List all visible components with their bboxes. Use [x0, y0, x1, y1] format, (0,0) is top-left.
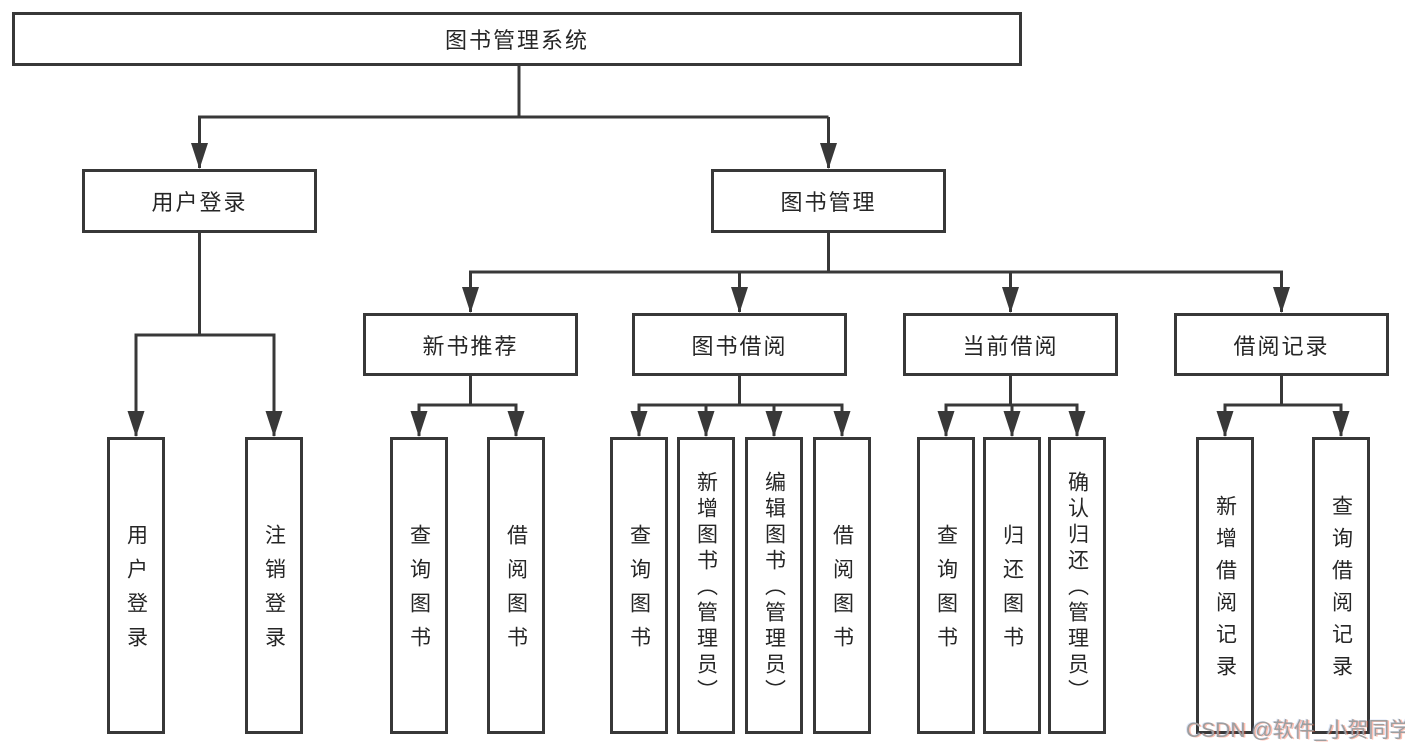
node-root-label: 图书管理系统 [444, 28, 589, 53]
node-root-system: 图书管理系统 [12, 12, 1022, 66]
leaf-borrow-add-book-admin-label: 新增图书（管理员） [694, 471, 718, 705]
leaf-current-return-book: 归还图书 [983, 437, 1041, 734]
node-borrow-record: 借阅记录 [1174, 313, 1389, 376]
leaf-current-confirm-return-admin: 确认归还（管理员） [1048, 437, 1106, 734]
leaf-record-query-label: 查询借阅记录 [1329, 495, 1353, 687]
leaf-record-add: 新增借阅记录 [1196, 437, 1254, 734]
leaf-current-return-book-label: 归还图书 [1000, 524, 1024, 660]
leaf-newbook-query: 查询图书 [390, 437, 448, 734]
leaf-current-confirm-return-admin-label: 确认归还（管理员） [1065, 471, 1089, 705]
leaf-borrow-add-book-admin: 新增图书（管理员） [677, 437, 735, 734]
leaf-borrow-query-book-label: 查询图书 [627, 524, 651, 660]
leaf-logout: 注销登录 [245, 437, 303, 734]
node-book-management-label: 图书管理 [780, 190, 877, 215]
node-user-login: 用户登录 [82, 169, 317, 233]
leaf-newbook-borrow-label: 借阅图书 [504, 524, 528, 660]
node-user-login-label: 用户登录 [151, 190, 248, 215]
leaf-current-query-book-label: 查询图书 [934, 524, 958, 660]
leaf-newbook-borrow: 借阅图书 [487, 437, 545, 734]
leaf-borrow-borrow-book-label: 借阅图书 [830, 524, 854, 660]
leaf-user-login-label: 用户登录 [124, 524, 148, 660]
leaf-borrow-edit-book-admin-label: 编辑图书（管理员） [762, 471, 786, 705]
csdn-watermark: CSDN @软件_小贺同学 [1186, 719, 1405, 742]
node-current-borrow: 当前借阅 [903, 313, 1118, 376]
leaf-borrow-borrow-book: 借阅图书 [813, 437, 871, 734]
node-book-borrow-label: 图书借阅 [691, 333, 788, 359]
leaf-borrow-query-book: 查询图书 [610, 437, 668, 734]
leaf-newbook-query-label: 查询图书 [407, 524, 431, 660]
node-borrow-record-label: 借阅记录 [1233, 333, 1330, 359]
node-book-management: 图书管理 [711, 169, 946, 233]
node-new-book-recommend-label: 新书推荐 [422, 333, 519, 359]
leaf-current-query-book: 查询图书 [917, 437, 975, 734]
leaf-logout-label: 注销登录 [262, 524, 286, 660]
node-book-borrow: 图书借阅 [632, 313, 847, 376]
node-current-borrow-label: 当前借阅 [962, 333, 1059, 359]
leaf-record-add-label: 新增借阅记录 [1213, 495, 1237, 687]
node-new-book-recommend: 新书推荐 [363, 313, 578, 376]
leaf-user-login: 用户登录 [107, 437, 165, 734]
leaf-borrow-edit-book-admin: 编辑图书（管理员） [745, 437, 803, 734]
leaf-record-query: 查询借阅记录 [1312, 437, 1370, 734]
